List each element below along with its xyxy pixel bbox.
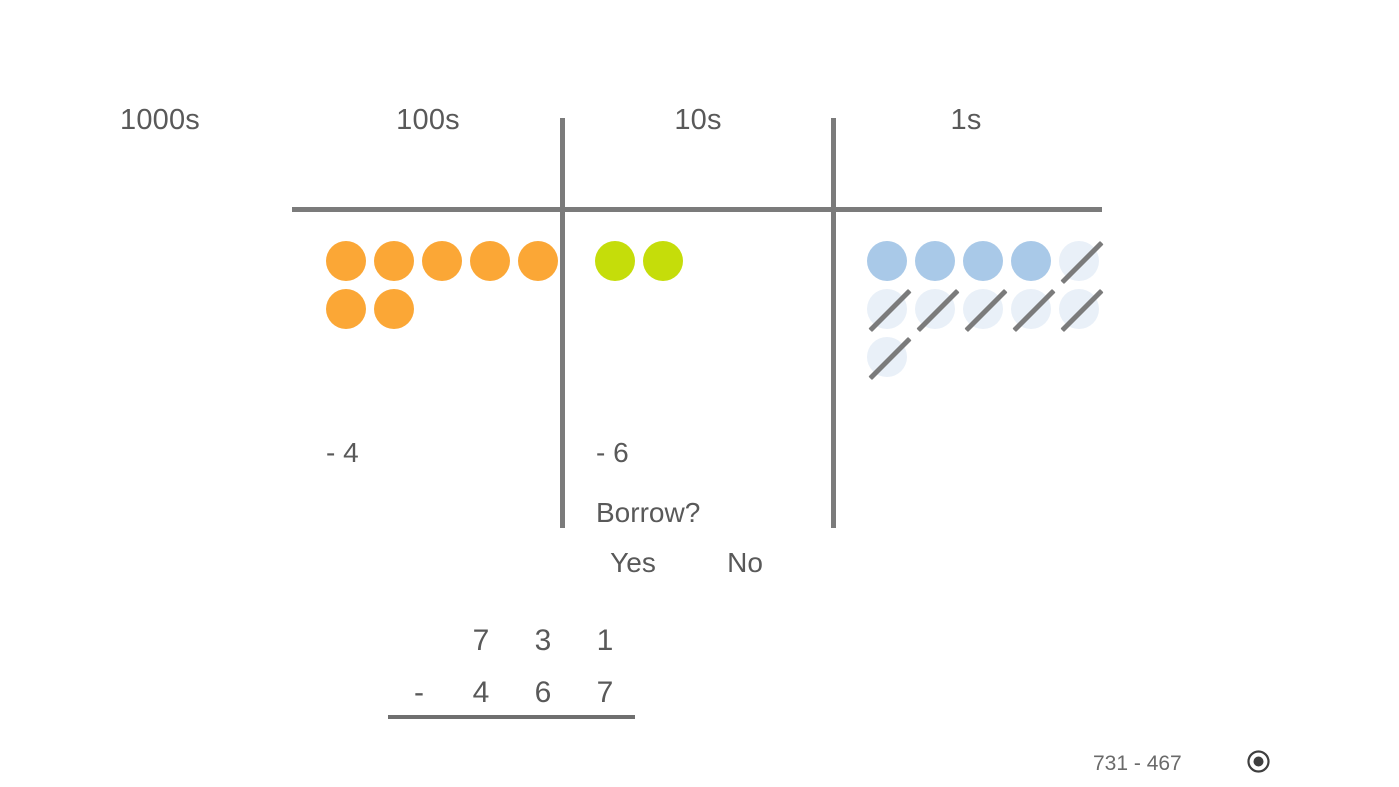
footer-problem-label: 731 - 467 [1093,752,1182,775]
counter-disc [518,241,558,281]
counter-ones-crossed[interactable] [962,288,1004,330]
counter-ones-crossed[interactable] [1010,288,1052,330]
counter-disc [422,241,462,281]
counter-tens[interactable] [594,240,636,282]
target-radio-icon[interactable] [1246,749,1271,774]
counter-tens[interactable] [642,240,684,282]
counter-disc [1059,241,1099,281]
algorithm-answer-rule [388,715,635,719]
chart-divider-hundreds-tens [560,118,565,528]
counter-disc [1011,289,1051,329]
subtrahend-digit-tens[interactable]: 6 [534,676,552,709]
counter-hundreds[interactable] [325,240,367,282]
minuend-digit-ones[interactable]: 1 [596,624,614,657]
column-header-hundreds: 100s [396,104,460,136]
counter-disc [374,289,414,329]
counter-hundreds[interactable] [325,288,367,330]
subtract-label-hundreds: - 4 [326,437,359,468]
counter-ones-crossed[interactable] [866,336,908,378]
counter-ones-crossed[interactable] [1058,288,1100,330]
counter-disc [374,241,414,281]
counter-hundreds[interactable] [421,240,463,282]
counter-disc [1011,241,1051,281]
counter-disc [1059,289,1099,329]
subtraction-operator: - [414,676,424,709]
counter-hundreds[interactable] [469,240,511,282]
counter-disc [643,241,683,281]
subtrahend-digit-hundreds[interactable]: 4 [472,676,490,709]
counter-hundreds[interactable] [517,240,559,282]
algorithm-row-subtrahend: - 4 6 7 [388,667,638,719]
minuend-digit-tens[interactable]: 3 [534,624,552,657]
column-header-ones: 1s [950,104,982,136]
counter-disc [963,289,1003,329]
subtract-label-tens: - 6 [596,437,629,468]
counter-ones[interactable] [914,240,956,282]
subtrahend-digit-ones[interactable]: 7 [596,676,614,709]
chart-horizontal-rule [292,207,1102,212]
counter-ones-crossed[interactable] [914,288,956,330]
counter-disc [326,289,366,329]
counter-disc [867,337,907,377]
counter-hundreds[interactable] [373,240,415,282]
algorithm-row-minuend: 7 3 1 [388,615,638,667]
counter-ones[interactable] [866,240,908,282]
counter-group-ones[interactable] [866,240,1116,384]
chart-divider-tens-ones [831,118,836,528]
counter-disc [915,241,955,281]
counter-disc [867,289,907,329]
borrow-option-no[interactable]: No [727,547,763,578]
counter-ones[interactable] [962,240,1004,282]
column-header-tens: 10s [674,104,722,136]
counter-ones-crossed[interactable] [1058,240,1100,282]
counter-disc [963,241,1003,281]
counter-ones[interactable] [1010,240,1052,282]
borrow-option-yes[interactable]: Yes [610,547,656,578]
vertical-subtraction-problem: 7 3 1 - 4 6 7 [388,615,638,719]
counter-disc [326,241,366,281]
counter-disc [470,241,510,281]
counter-disc [867,241,907,281]
column-header-thousands: 1000s [119,104,201,136]
counter-disc [595,241,635,281]
minuend-digit-hundreds[interactable]: 7 [472,624,490,657]
counter-hundreds[interactable] [373,288,415,330]
borrow-question: Borrow? [596,497,701,528]
counter-ones-crossed[interactable] [866,288,908,330]
counter-disc [915,289,955,329]
counter-group-hundreds[interactable] [325,240,575,336]
counter-group-tens[interactable] [594,240,794,288]
